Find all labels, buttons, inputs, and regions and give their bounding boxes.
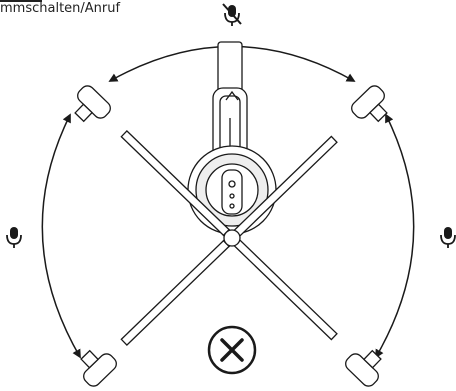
mic-capsule-bottom-left	[72, 342, 119, 389]
headset-earcup	[188, 146, 276, 234]
mic-capsule-bottom-right	[343, 342, 390, 389]
mic-icon-left	[7, 227, 21, 248]
x-circle-icon	[209, 327, 255, 373]
right-rotation-arrow	[376, 115, 414, 357]
mic-muted-icon	[223, 4, 241, 26]
left-rotation-arrow	[42, 115, 80, 357]
mic-icon-right	[441, 227, 455, 248]
mic-capsule-top-right	[349, 83, 396, 130]
mic-capsule-top-left	[66, 83, 113, 130]
